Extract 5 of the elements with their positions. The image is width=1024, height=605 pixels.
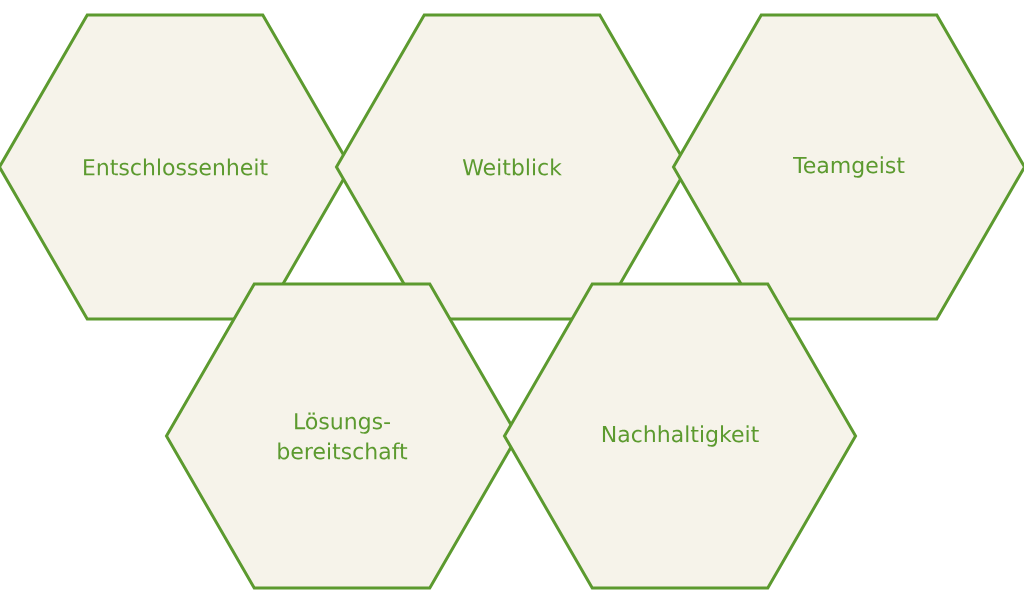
- hexagon: Weitblick: [334, 13, 690, 321]
- hexagon: Entschlossenheit: [0, 13, 353, 321]
- hexagon: Lösungs- bereitschaft: [164, 282, 520, 590]
- hexagon: Nachhaltigkeit: [502, 282, 858, 590]
- hexagon: Teamgeist: [671, 13, 1024, 321]
